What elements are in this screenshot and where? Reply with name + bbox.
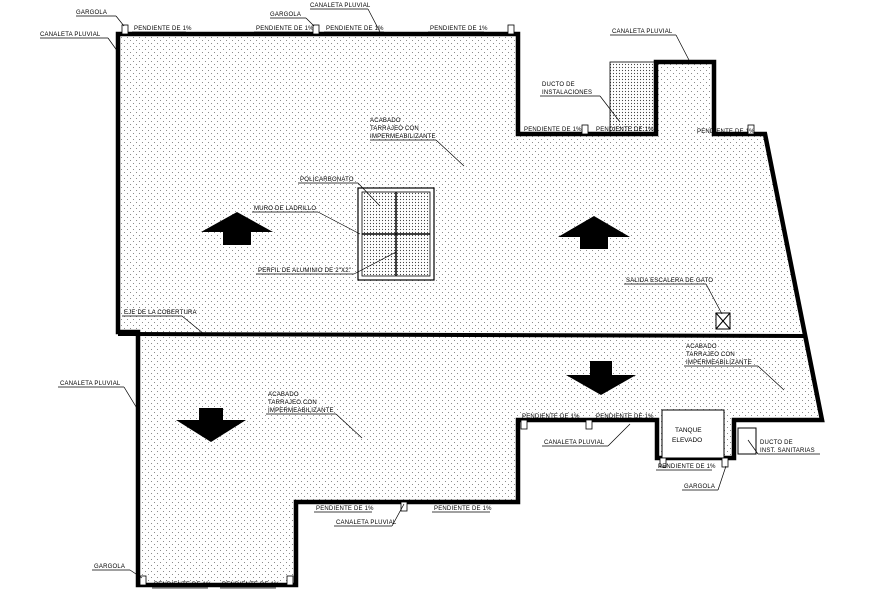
slope-arrow-down-left bbox=[176, 408, 246, 442]
label-pendiente-bottom-4: PENDIENTE DE 1% bbox=[222, 582, 280, 588]
label-pendiente-top-1: PENDIENTE DE 1% bbox=[134, 26, 192, 32]
gargola-marker bbox=[121, 24, 129, 35]
leader-line bbox=[317, 211, 361, 235]
label-ducto-sanitarias-2: INST. SANITARIAS bbox=[760, 448, 815, 454]
leader-line bbox=[599, 95, 621, 123]
label-canaleta-top-mid: CANALETA PLUVIAL bbox=[310, 3, 371, 9]
gargola-marker bbox=[721, 457, 729, 468]
label-acabado-upper-3: IMPERMEABILIZANTE bbox=[370, 134, 436, 140]
label-pendiente-bottom-2: PENDIENTE DE 1% bbox=[434, 506, 492, 512]
label-acabado-upper-1: ACABADO bbox=[370, 118, 401, 124]
gargola-marker bbox=[581, 124, 589, 135]
label-gargola-top-left: GARGOLA bbox=[76, 10, 107, 16]
roof-area bbox=[118, 34, 822, 585]
slope-arrow-up-right bbox=[558, 216, 630, 249]
label-pendiente-right-upper: PENDIENTE DE 1% bbox=[697, 129, 755, 135]
label-policarbonato: POLICARBONATO bbox=[300, 177, 354, 183]
label-pendiente-top-2: PENDIENTE DE 1% bbox=[256, 26, 314, 32]
tanque-elevado-box bbox=[661, 409, 725, 459]
leader-line bbox=[115, 15, 125, 27]
label-canaleta-lower-mid: CANALETA PLUVIAL bbox=[544, 440, 605, 446]
label-ducto-instalaciones-1: DUCTO DE bbox=[542, 82, 575, 88]
label-ducto-sanitarias-1: DUCTO DE bbox=[760, 440, 793, 446]
gargola-marker bbox=[400, 501, 408, 512]
tanque-label-2: ELEVADO bbox=[672, 437, 702, 444]
leader-line bbox=[675, 34, 691, 63]
leader-line bbox=[757, 365, 785, 391]
leader-line bbox=[107, 37, 119, 53]
label-canaleta-bottom: CANALETA PLUVIAL bbox=[336, 520, 397, 526]
label-acabado-upper-2: TARRAJEO CON bbox=[370, 126, 419, 132]
leader-line bbox=[705, 283, 723, 315]
label-pendiente-lower-1: PENDIENTE DE 1% bbox=[522, 414, 580, 420]
gargola-marker bbox=[520, 419, 528, 430]
label-pendiente-top-3: PENDIENTE DE 1% bbox=[326, 26, 384, 32]
ducto-sanitarias-box bbox=[737, 427, 757, 455]
label-pendiente-lower-2: PENDIENTE DE 1% bbox=[596, 414, 654, 420]
salida-escalera-gato bbox=[715, 312, 731, 330]
label-perfil-aluminio: PERFIL DE ALUMINIO DE 2"X2" bbox=[258, 268, 351, 274]
label-ducto-instalaciones-2: INSTALACIONES bbox=[542, 90, 592, 96]
ducto-instalaciones-area bbox=[609, 61, 657, 135]
leader-line bbox=[129, 569, 143, 579]
label-canaleta-top-right: CANALETA PLUVIAL bbox=[612, 29, 673, 35]
leader-line bbox=[305, 17, 315, 27]
gargola-marker bbox=[747, 124, 755, 135]
leader-line bbox=[747, 439, 759, 455]
leader-line bbox=[353, 251, 397, 275]
slope-arrow-up-left bbox=[201, 212, 273, 245]
leader-line bbox=[357, 182, 381, 207]
label-pendiente-bottom-3: PENDIENTE DE 1% bbox=[154, 582, 212, 588]
gargola-marker bbox=[585, 419, 593, 430]
gargola-marker bbox=[286, 575, 294, 586]
leader-line bbox=[391, 503, 405, 527]
label-eje-cobertura: EJE DE LA COBERTURA bbox=[124, 310, 197, 316]
leader-line bbox=[607, 423, 631, 447]
gargola-marker bbox=[659, 457, 667, 468]
label-canaleta-top-left: CANALETA PLUVIAL bbox=[40, 32, 101, 38]
label-acabado-lower-right-1: ACABADO bbox=[686, 344, 717, 350]
label-acabado-lower-2: TARRAJEO CON bbox=[268, 400, 317, 406]
label-gargola-tanque: GARGOLA bbox=[684, 484, 715, 490]
label-acabado-lower-right-2: TARRAJEO CON bbox=[686, 352, 735, 358]
label-pendiente-top-4: PENDIENTE DE 1% bbox=[430, 26, 488, 32]
gargola-marker bbox=[312, 24, 320, 35]
leader-line bbox=[367, 8, 381, 33]
gargola-marker bbox=[139, 575, 147, 586]
label-salida-escalera: SALIDA ESCALERA DE GATO bbox=[626, 278, 713, 284]
label-pendiente-ducto-1: PENDIENTE DE 1% bbox=[524, 127, 582, 133]
label-acabado-lower-3: IMPERMEABILIZANTE bbox=[268, 408, 334, 414]
leader-line bbox=[717, 465, 727, 491]
label-muro-ladrillo: MURO DE LADRILLO bbox=[254, 206, 316, 212]
label-gargola-top-mid: GARGOLA bbox=[270, 12, 301, 18]
label-pendiente-tanque: PENDIENTE DE 1% bbox=[658, 464, 716, 470]
tanque-label-1: TANQUE bbox=[675, 427, 702, 434]
label-acabado-lower-1: ACABADO bbox=[268, 392, 299, 398]
eje-cobertura-line bbox=[117, 332, 807, 338]
roof-perimeter-wall bbox=[115, 31, 825, 588]
label-gargola-bottom: GARGOLA bbox=[94, 564, 125, 570]
gargola-marker bbox=[507, 24, 515, 35]
label-pendiente-ducto-2: PENDIENTE DE 1% bbox=[596, 127, 654, 133]
label-pendiente-bottom-1: PENDIENTE DE 1% bbox=[316, 506, 374, 512]
skylight-policarbonato bbox=[357, 187, 435, 281]
leader-line bbox=[123, 386, 139, 411]
leader-line bbox=[181, 315, 205, 335]
slope-arrow-down-right bbox=[566, 361, 636, 395]
leader-line bbox=[435, 139, 465, 167]
label-canaleta-left: CANALETA PLUVIAL bbox=[60, 381, 121, 387]
label-acabado-lower-right-3: IMPERMEABILIZANTE bbox=[686, 360, 752, 366]
leader-line bbox=[335, 413, 363, 439]
